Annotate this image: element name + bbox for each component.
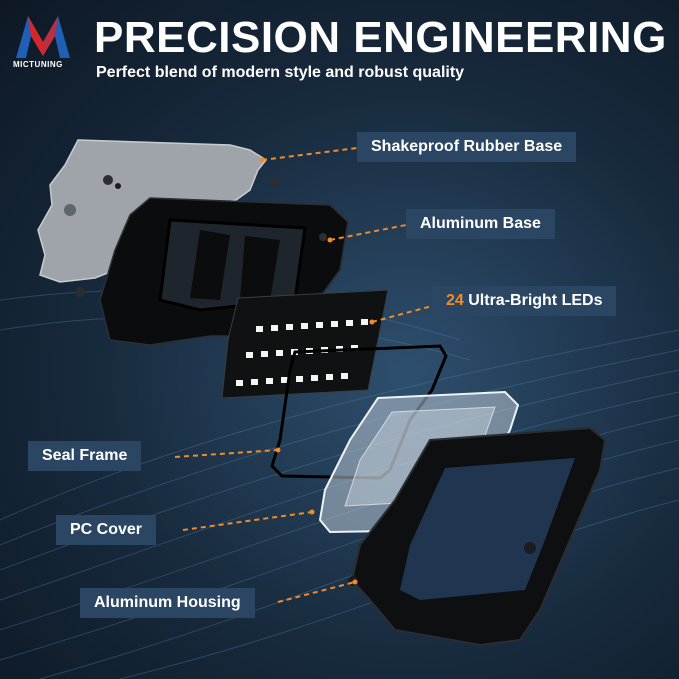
- leader-rubber-base: [261, 147, 358, 161]
- mictuning-logo: [16, 16, 70, 58]
- callout-seal-frame: Seal Frame: [28, 441, 142, 471]
- leader-aluminum-housing: [277, 581, 356, 603]
- leader-pc-cover: [182, 511, 313, 531]
- callout-leds: 24 Ultra-Bright LEDs: [432, 286, 617, 316]
- leader-seal-frame: [174, 449, 279, 458]
- brand-name: MICTUNING: [13, 60, 63, 69]
- callout-rubber-base: Shakeproof Rubber Base: [357, 132, 577, 162]
- leader-aluminum-base: [329, 224, 407, 241]
- leader-leds: [371, 305, 433, 323]
- leds-count: 24: [446, 292, 464, 309]
- callout-pc-cover: PC Cover: [56, 515, 157, 545]
- page-subtitle: Perfect blend of modern style and robust…: [96, 64, 465, 81]
- callout-aluminum-base: Aluminum Base: [406, 209, 555, 239]
- led-board-part: [221, 289, 389, 399]
- leds-label: Ultra-Bright LEDs: [468, 292, 603, 309]
- callout-aluminum-housing: Aluminum Housing: [80, 588, 255, 618]
- page-title: PRECISION ENGINEERING: [94, 13, 667, 62]
